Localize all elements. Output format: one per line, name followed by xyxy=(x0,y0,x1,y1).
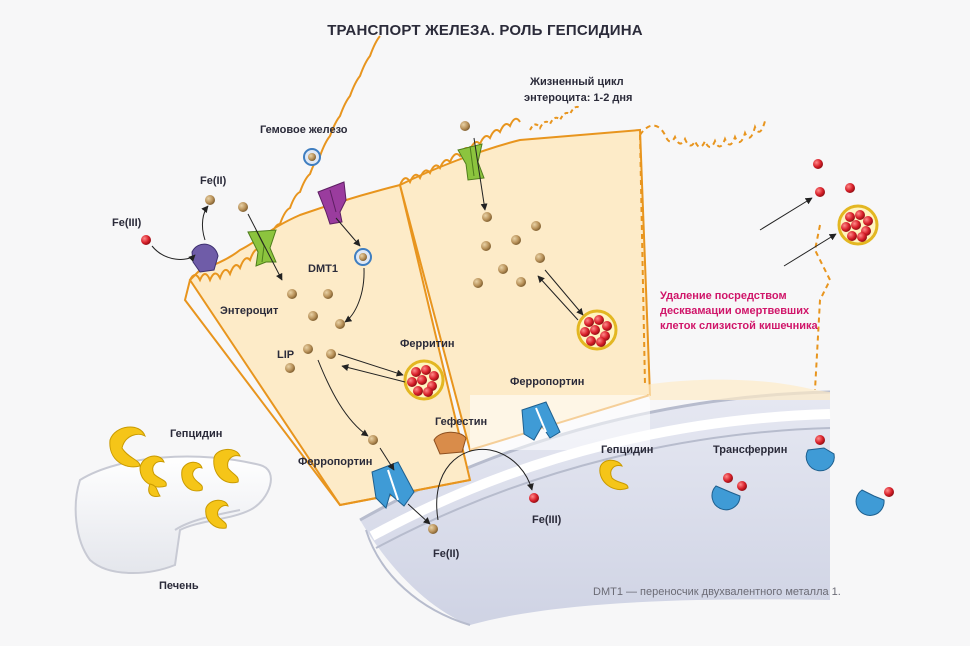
label-dmt1: DMT1 xyxy=(308,263,338,275)
label-ferroportin-left: Ферропортин xyxy=(298,456,373,468)
label-removal-line1: Удаление посредством xyxy=(660,290,787,302)
label-fe2-luminal: Fe(II) xyxy=(200,175,227,187)
flow-arrows xyxy=(151,137,837,525)
enterocyte-dying xyxy=(639,120,832,400)
label-enterocyte: Энтероцит xyxy=(220,305,279,317)
heme-transporter xyxy=(317,181,347,225)
hephaestin-protein xyxy=(433,431,467,455)
label-liver: Печень xyxy=(159,580,199,592)
ferritin-cluster-left xyxy=(403,359,445,401)
ferritin-cluster-shed xyxy=(837,204,879,246)
page-title: ТРАНСПОРТ ЖЕЛЕЗА. РОЛЬ ГЕПСИДИНА xyxy=(327,22,643,39)
label-hepcidin-liver: Гепцидин xyxy=(170,428,223,440)
ferroportin-right xyxy=(521,401,561,441)
label-removal-line3: клеток слизистой кишечника xyxy=(660,320,818,332)
label-hepcidin-blood: Гепцидин xyxy=(601,444,654,456)
heme-iron-molecule xyxy=(303,148,321,166)
fe3-dots xyxy=(141,159,855,503)
footnote: DMT1 — переносчик двухвалентного металла… xyxy=(593,586,841,598)
label-removal-line2: десквамации омертвевших xyxy=(660,305,810,317)
label-lip: LIP xyxy=(277,349,295,361)
liver-illustration xyxy=(74,455,272,574)
label-fe2-blood: Fe(II) xyxy=(433,548,460,560)
ferritin-cluster-middle xyxy=(576,309,618,351)
label-hephaestin: Гефестин xyxy=(435,416,488,428)
label-heme-iron: Гемовое железо xyxy=(260,124,348,136)
heme-iron-molecule-inside xyxy=(354,248,372,266)
hepcidin-molecules xyxy=(109,426,629,529)
label-lifecycle-line2: энтероцита: 1-2 дня xyxy=(524,92,633,104)
label-ferroportin-right: Ферропортин xyxy=(510,376,585,388)
ferroportin-left xyxy=(371,461,415,509)
label-ferritin: Ферритин xyxy=(400,338,455,350)
transferrin-molecules xyxy=(711,435,894,516)
dmt1-transporter-middle xyxy=(457,143,485,181)
fe3-reductase-protein xyxy=(191,243,219,273)
label-lifecycle-line1: Жизненный цикл xyxy=(530,76,624,88)
iron-dots xyxy=(205,121,545,534)
enterocyte-left xyxy=(183,35,472,507)
enterocyte-middle xyxy=(398,105,652,452)
label-transferrin: Трансферрин xyxy=(713,444,788,456)
label-fe3-blood: Fe(III) xyxy=(532,514,562,526)
label-fe3-luminal: Fe(III) xyxy=(112,217,142,229)
